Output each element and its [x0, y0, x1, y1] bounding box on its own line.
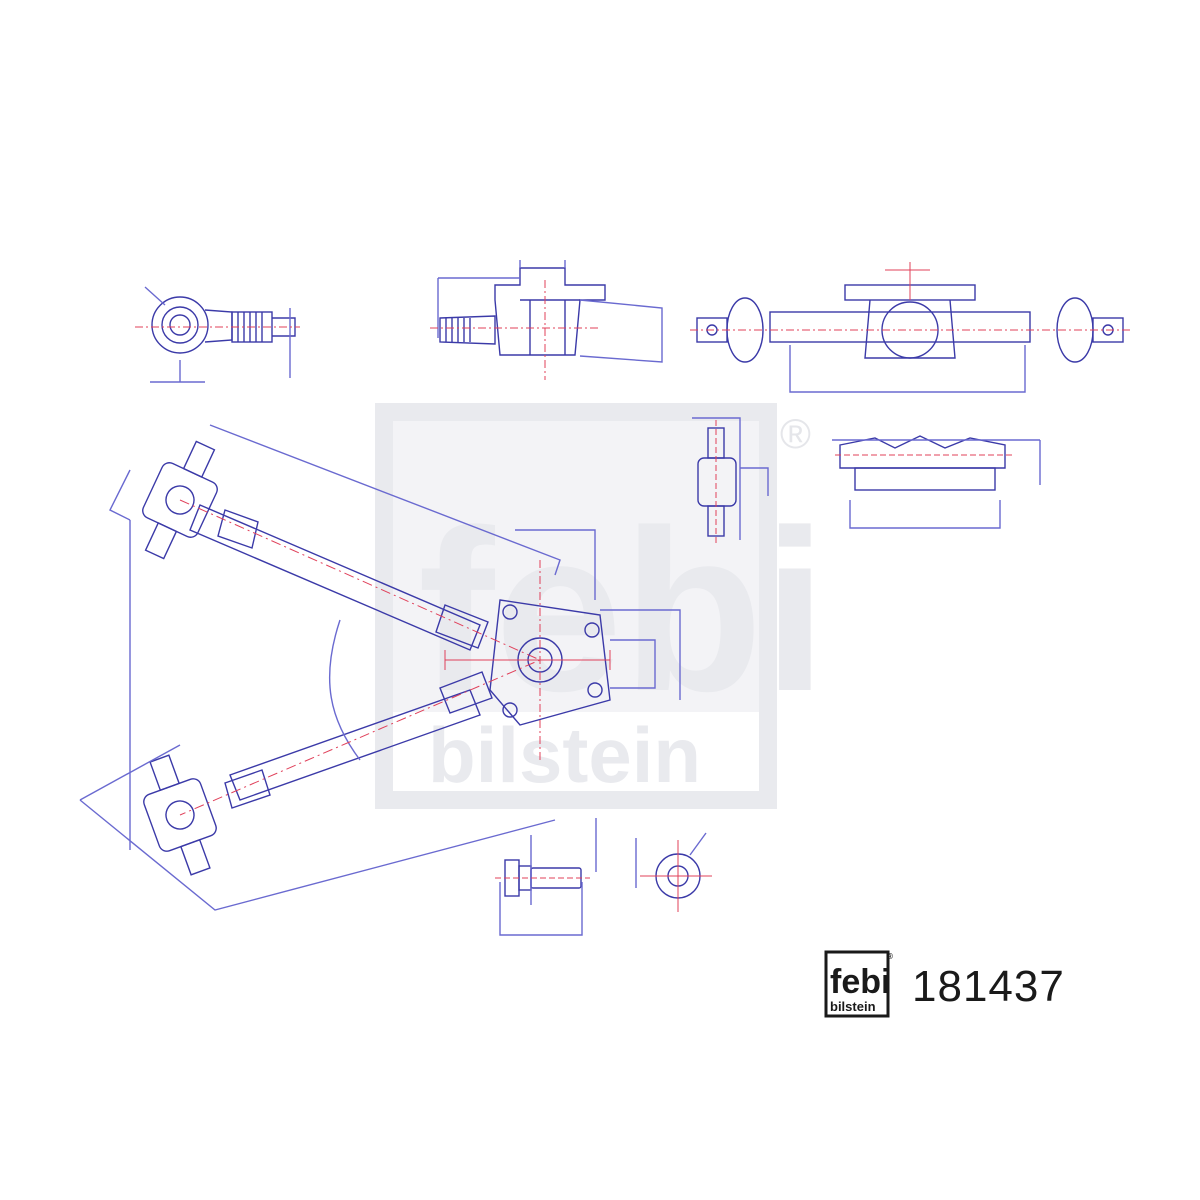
view-mount-bottom: [832, 435, 1041, 529]
febi-bilstein-logo-small: febi bilstein ®: [824, 950, 893, 1018]
view-a-arm-main: [79, 424, 681, 911]
febi-bilstein-logo-watermark: febi bilstein: [375, 403, 827, 809]
small-logo-sub: bilstein: [830, 999, 876, 1014]
view-bolt: [495, 818, 597, 936]
small-logo-main: febi: [830, 963, 890, 1001]
registered-trademark-icon: ®: [780, 410, 811, 457]
view-ball-joint-end: [135, 286, 300, 383]
view-bushing-side: [692, 417, 769, 545]
view-washer: [635, 832, 712, 912]
view-arm-front: [690, 262, 1130, 393]
small-registered-icon: ®: [887, 952, 893, 961]
view-mount-side: [430, 260, 663, 380]
watermark-logo-sub: bilstein: [428, 711, 701, 799]
part-number: 181437: [912, 962, 1065, 1011]
